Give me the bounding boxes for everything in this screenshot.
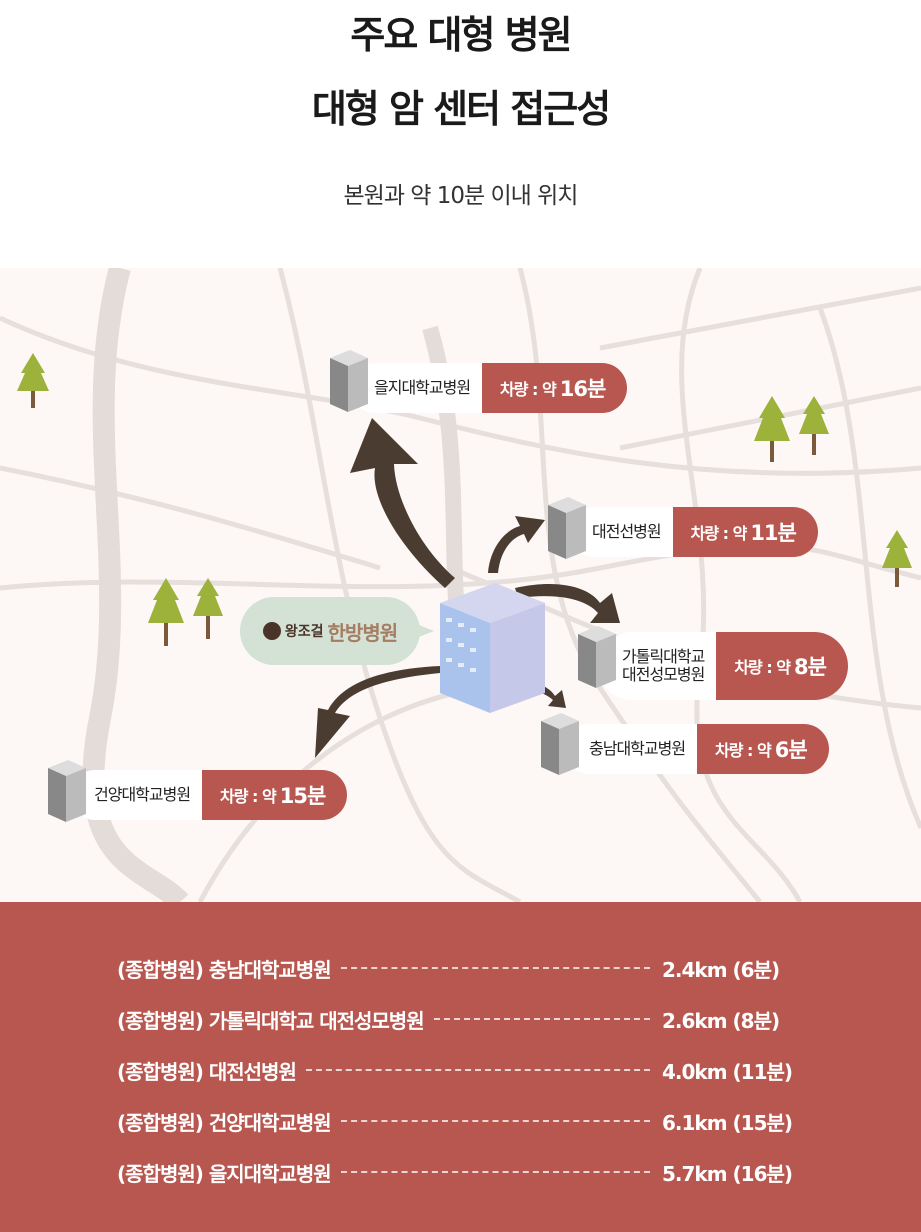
list-item: (종합병원) 대전선병원 4.0km (11분) [117,1055,807,1085]
page-title: 주요 대형 병원 [350,13,572,57]
hospital-name: 을지대학교병원 [350,363,483,413]
item-label: (종합병원) 충남대학교병원 [117,957,332,982]
item-value: 4.0km (11분) [662,1059,793,1084]
hospital-name: 충남대학교병원 [565,724,698,774]
road-lines [0,268,921,902]
origin-name: 한방병원 [327,620,399,645]
time-value: 8분 [794,655,827,679]
origin-hospital-logo: 왕조걸 한방병원 [240,597,434,665]
list-item: (종합병원) 건양대학교병원 6.1km (15분) [117,1106,807,1136]
time-prefix: 차량 : 약 [715,741,772,760]
item-label: (종합병원) 건양대학교병원 [117,1110,332,1135]
item-value: 2.6km (8분) [662,1008,780,1033]
subtitle: 본원과 약 10분 이내 위치 [343,183,579,209]
hospital-name: 건양대학교병원 [70,770,203,820]
building-icon [48,760,86,822]
building-icon [548,497,586,559]
time-value: 15분 [279,784,327,808]
building-icon [541,713,579,775]
main-building-icon [440,583,545,713]
time-prefix: 차량 : 약 [734,658,791,677]
hospital-name: 가톨릭대학교 대전성모병원 [598,632,717,700]
distance-list: (종합병원) 충남대학교병원 2.4km (6분) (종합병원) 가톨릭대학교 대… [0,902,921,1232]
item-value: 2.4km (6분) [662,957,780,982]
item-value: 5.7km (16분) [662,1161,793,1186]
building-icon [330,350,368,412]
item-label: (종합병원) 을지대학교병원 [117,1161,332,1186]
tree-icons [17,353,912,646]
time-prefix: 차량 : 약 [500,380,557,399]
item-value: 6.1km (15분) [662,1110,793,1135]
logo-mark-icon [262,622,281,640]
list-item: (종합병원) 가톨릭대학교 대전성모병원 2.6km (8분) [117,1004,807,1034]
time-value: 16분 [559,377,607,401]
item-label: (종합병원) 가톨릭대학교 대전성모병원 [117,1008,425,1033]
page-title-line2: 대형 암 센터 접근성 [311,87,611,131]
logo-text: 왕조걸 [284,624,324,640]
list-item: (종합병원) 충남대학교병원 2.4km (6분) [117,953,807,983]
building-icon [578,626,616,688]
time-prefix: 차량 : 약 [690,524,748,543]
list-item: (종합병원) 을지대학교병원 5.7km (16분) [117,1157,807,1187]
time-prefix: 차량 : 약 [220,787,277,806]
time-value: 6분 [774,738,808,762]
item-label: (종합병원) 대전선병원 [117,1059,297,1084]
time-value: 11분 [750,521,797,545]
